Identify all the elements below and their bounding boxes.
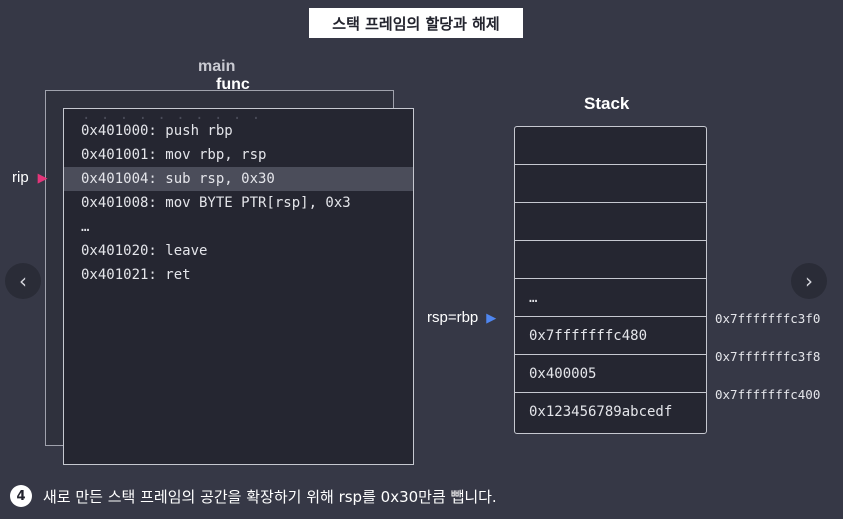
stack-cell: 0x400005 (515, 355, 706, 393)
slide-title: 스택 프레임의 할당과 해제 (309, 8, 523, 38)
stack-cell (515, 203, 706, 241)
triangle-right-icon: ▶ (486, 309, 497, 325)
rip-label: rip (12, 169, 29, 186)
stack-cell (515, 165, 706, 203)
main-frame-label: main (198, 58, 236, 75)
stack-address-label: 0x7fffffffc400 (715, 387, 821, 402)
code-line-current: 0x401004: sub rsp, 0x30 (64, 167, 413, 191)
code-line: 0x401001: mov rbp, rsp (81, 147, 267, 163)
rsp-rbp-pointer: rsp=rbp ▶ (427, 309, 496, 326)
stack-cell (515, 127, 706, 165)
func-code-box: · · · · · · · · · · 0x401000: push rbp 0… (63, 108, 414, 465)
step-caption: 4 새로 만든 스택 프레임의 공간을 확장하기 위해 rsp를 0x30만큼 … (10, 485, 497, 507)
step-number-badge: 4 (10, 485, 32, 507)
code-line: 0x401020: leave (81, 243, 208, 259)
stack-cell: 0x123456789abcedf (529, 404, 673, 420)
ghost-text-decoration: · · · · · · · · · · (82, 111, 262, 127)
stack-title: Stack (584, 94, 630, 113)
next-slide-button[interactable]: › (791, 263, 827, 299)
stack-diagram: … 0x7fffffffc480 0x400005 0x123456789abc… (514, 126, 707, 434)
code-line: 0x401021: ret (81, 267, 191, 283)
code-line: 0x401008: mov BYTE PTR[rsp], 0x3 (81, 195, 351, 211)
stack-cell: … (515, 279, 706, 317)
chevron-right-icon: › (805, 269, 813, 293)
code-line: 0x401000: push rbp (81, 123, 233, 139)
triangle-right-icon: ▶ (37, 169, 48, 185)
code-line: … (81, 219, 90, 235)
stack-address-label: 0x7fffffffc3f0 (715, 311, 821, 326)
stack-address-label: 0x7fffffffc3f8 (715, 349, 821, 364)
prev-slide-button[interactable]: ‹ (5, 263, 41, 299)
stack-cell: 0x7fffffffc480 (515, 317, 706, 355)
chevron-left-icon: ‹ (19, 269, 27, 293)
stack-cell (515, 241, 706, 279)
func-frame-label: func (216, 76, 250, 93)
rsp-rbp-label: rsp=rbp (427, 309, 479, 326)
caption-text: 새로 만든 스택 프레임의 공간을 확장하기 위해 rsp를 0x30만큼 뺍니… (43, 487, 497, 506)
rip-pointer: rip ▶ (12, 169, 48, 186)
